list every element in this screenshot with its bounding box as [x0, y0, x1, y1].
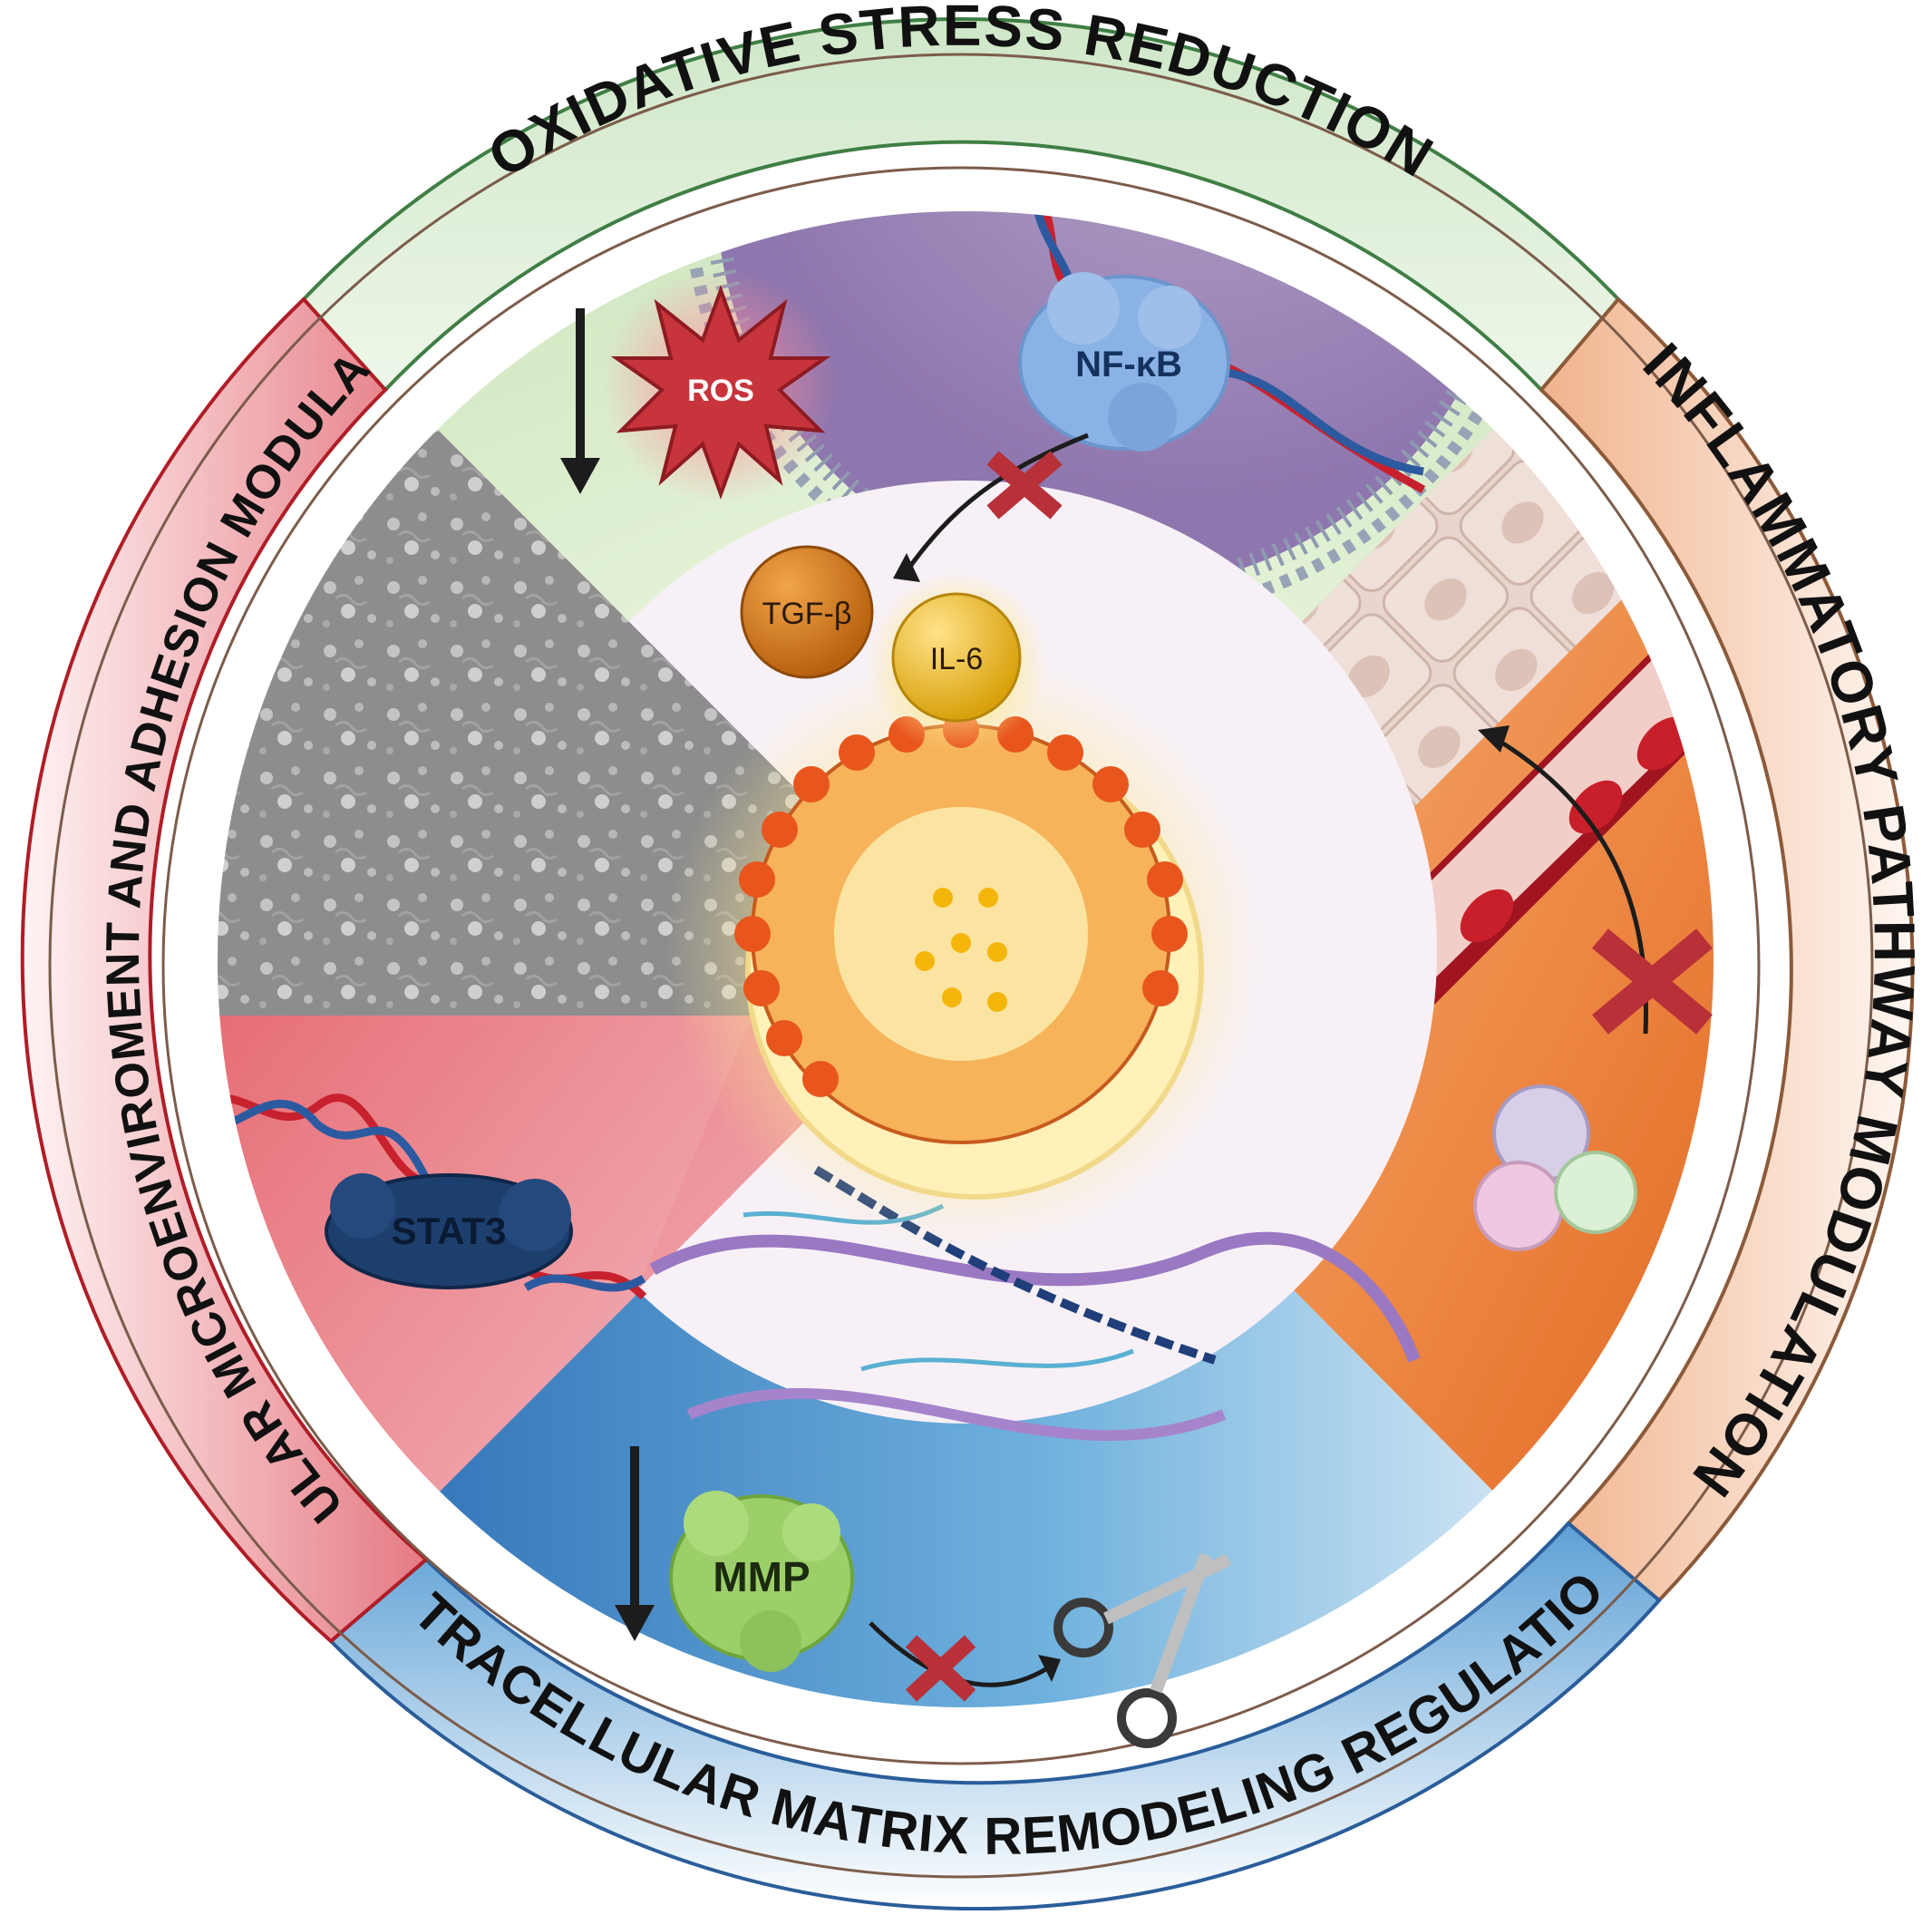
stat3-label: STAT3: [392, 1210, 507, 1252]
mmp-label: MMP: [713, 1553, 810, 1600]
tgfb-label: TGF-β: [762, 597, 852, 631]
inner-circle-outline: [161, 166, 1761, 1765]
scissors-icon: [1053, 1552, 1232, 1748]
nfkb-to-tgfb-arrow: [893, 433, 1089, 582]
mmp-protein: [669, 1491, 854, 1672]
inflammation-block-cross-icon: [1592, 928, 1713, 1035]
band-left: [20, 296, 430, 1644]
nfkb-block-cross-icon: [986, 451, 1063, 520]
mmp-block-cross-icon: [905, 1635, 976, 1702]
ros-label: ROS: [687, 374, 754, 408]
nanoparticle: [666, 653, 1265, 1251]
nfkb-label: NF-κB: [1075, 345, 1182, 384]
stat3-protein: [325, 1173, 573, 1289]
nfkb-protein: [1018, 272, 1230, 452]
ros-down-arrow: [560, 308, 600, 494]
il6-label: IL-6: [930, 642, 984, 676]
outer-ring: [20, 16, 1915, 1911]
ros-star: [603, 267, 839, 503]
immune-cells: [1473, 1084, 1637, 1251]
il6-sphere: [866, 571, 1047, 753]
band-bottom: [328, 1521, 1662, 1911]
tgfb-sphere: [740, 545, 874, 679]
mmp-down-arrow: [615, 1446, 655, 1641]
